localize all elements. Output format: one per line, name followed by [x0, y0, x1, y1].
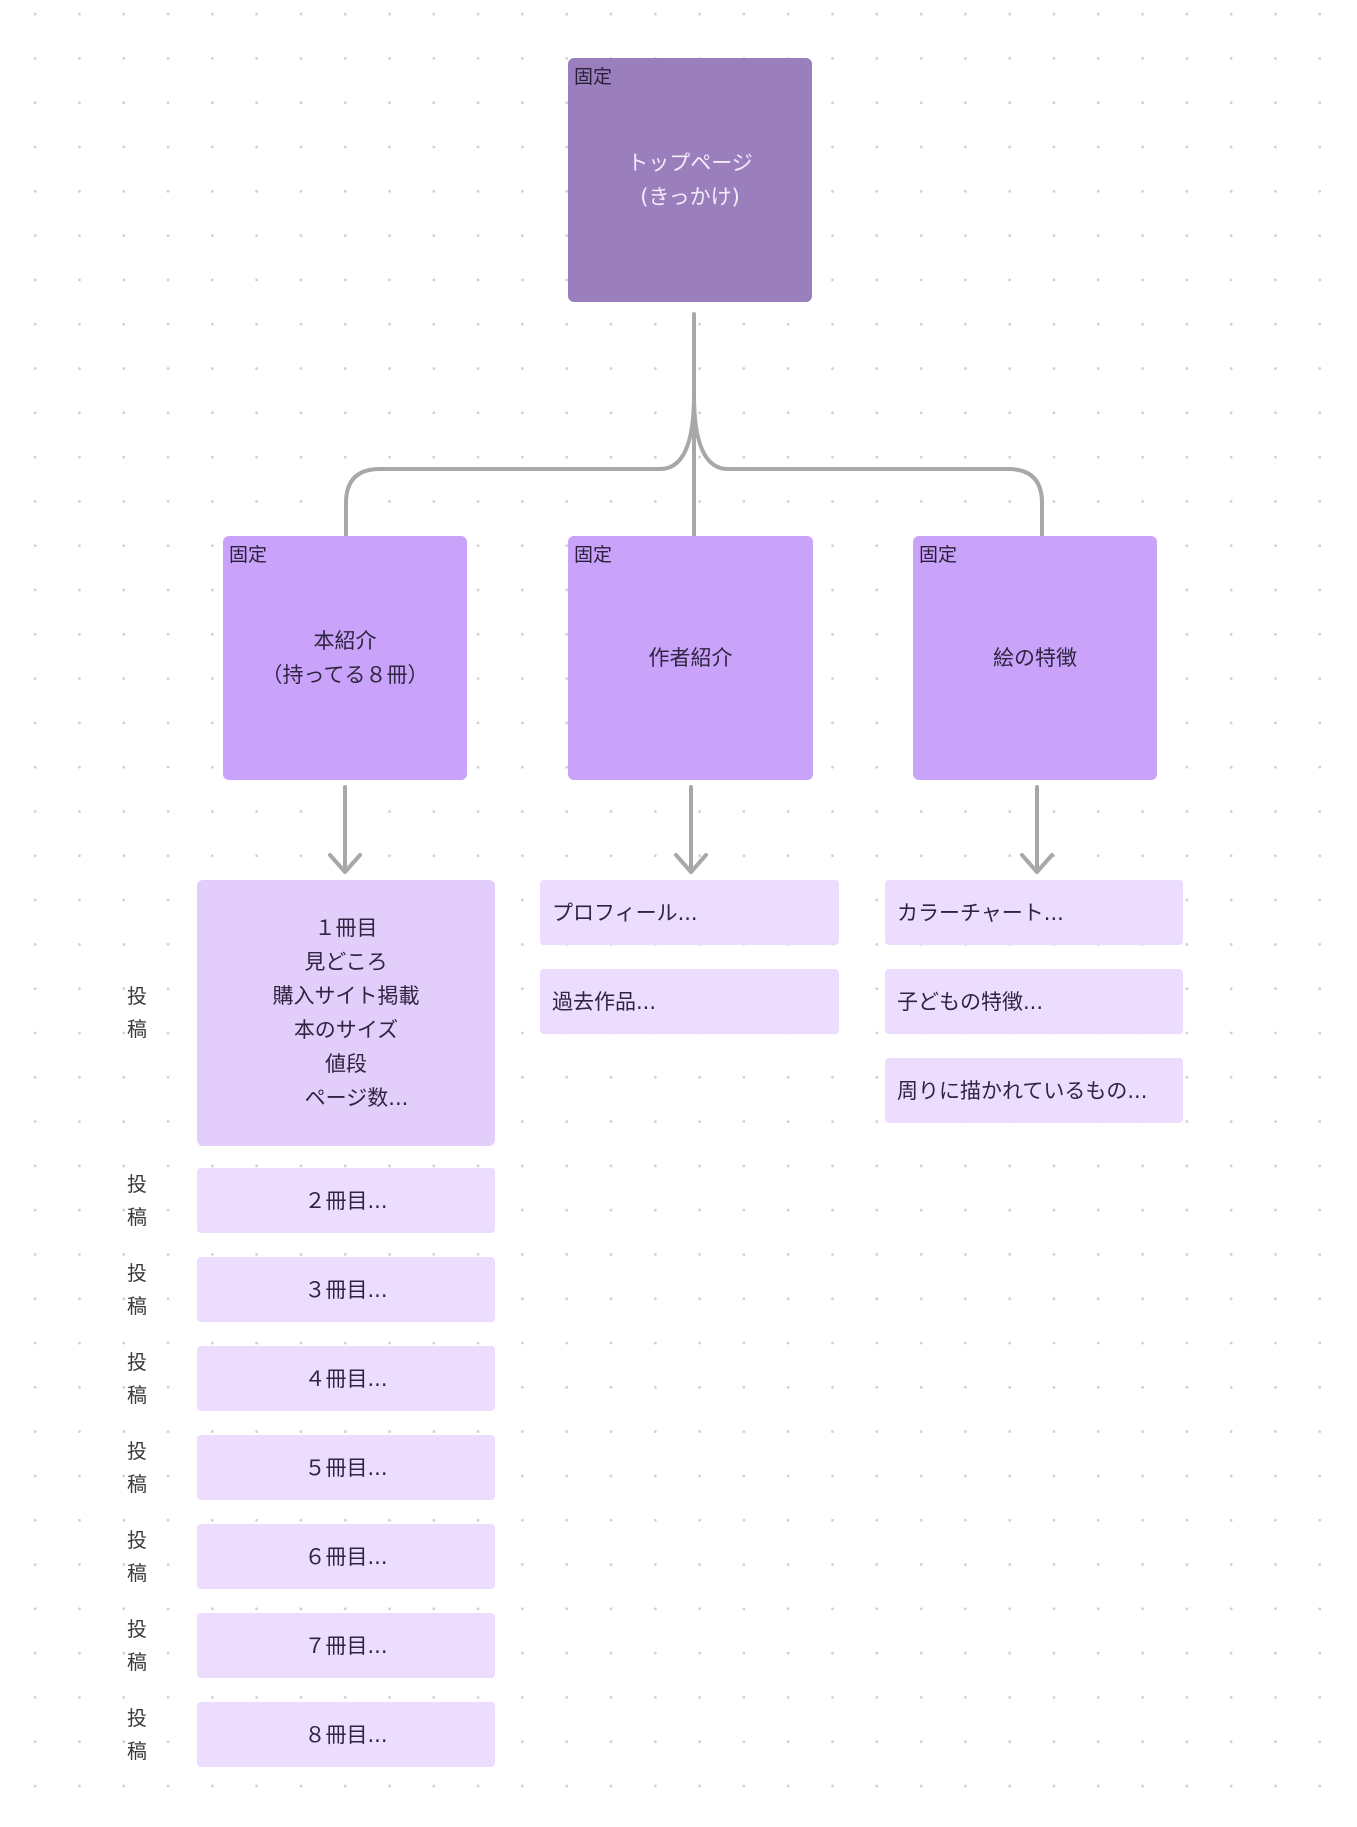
fixed-tag: 固定: [229, 544, 268, 566]
node-surroundings[interactable]: 周りに描かれているもの...: [885, 1058, 1183, 1123]
node-past-works[interactable]: 過去作品...: [540, 969, 839, 1034]
node-label: 周りに描かれているもの...: [897, 1078, 1148, 1103]
node-book-5[interactable]: ５冊目...: [197, 1435, 495, 1500]
post-label: 投 稿: [127, 984, 147, 1041]
node-book-intro[interactable]: 固定 本紹介 （持ってる８冊）: [223, 536, 467, 780]
connector-author-to-items: [674, 785, 708, 874]
node-label: カラーチャート...: [897, 900, 1064, 925]
node-label: ７冊目...: [304, 1633, 388, 1658]
node-label: １冊目 見どころ 購入サイト掲載 本のサイズ 値段 ページ数...: [272, 916, 420, 1110]
node-label: トップページ (きっかけ): [627, 151, 753, 209]
node-label: プロフィール...: [552, 900, 698, 925]
node-color-chart[interactable]: カラーチャート...: [885, 880, 1183, 945]
post-label: 投 稿: [127, 1439, 147, 1496]
fixed-tag: 固定: [919, 544, 958, 566]
post-label: 投 稿: [127, 1617, 147, 1674]
node-book-1[interactable]: １冊目 見どころ 購入サイト掲載 本のサイズ 値段 ページ数...: [197, 880, 495, 1146]
node-child-features[interactable]: 子どもの特徴...: [885, 969, 1183, 1034]
node-book-8[interactable]: ８冊目...: [197, 1702, 495, 1767]
node-label: ６冊目...: [304, 1544, 388, 1569]
node-book-4[interactable]: ４冊目...: [197, 1346, 495, 1411]
node-label: 本紹介 （持ってる８冊）: [261, 629, 429, 687]
node-label: ８冊目...: [304, 1722, 388, 1747]
post-label: 投 稿: [127, 1350, 147, 1407]
post-label: 投 稿: [127, 1706, 147, 1763]
node-book-7[interactable]: ７冊目...: [197, 1613, 495, 1678]
node-book-6[interactable]: ６冊目...: [197, 1524, 495, 1589]
node-art-features[interactable]: 固定 絵の特徴: [913, 536, 1157, 780]
post-label: 投 稿: [127, 1172, 147, 1229]
connector-art-to-items: [1020, 785, 1054, 874]
node-label: 絵の特徴: [993, 646, 1077, 670]
connector-books-to-first: [328, 785, 362, 874]
node-book-3[interactable]: ３冊目...: [197, 1257, 495, 1322]
node-label: ２冊目...: [304, 1188, 388, 1213]
node-label: ５冊目...: [304, 1455, 388, 1480]
post-label: 投 稿: [127, 1261, 147, 1318]
node-profile[interactable]: プロフィール...: [540, 880, 839, 945]
node-label: 作者紹介: [648, 646, 733, 670]
post-label: 投 稿: [127, 1528, 147, 1585]
node-label: 子どもの特徴...: [897, 989, 1044, 1014]
fixed-tag: 固定: [574, 544, 613, 566]
node-label: 過去作品...: [552, 989, 657, 1014]
fixed-tag: 固定: [574, 66, 613, 88]
node-top-page[interactable]: 固定 トップページ (きっかけ): [568, 58, 812, 302]
node-author-intro[interactable]: 固定 作者紹介: [568, 536, 813, 780]
node-label: ３冊目...: [304, 1277, 388, 1302]
node-book-2[interactable]: ２冊目...: [197, 1168, 495, 1233]
node-label: ４冊目...: [304, 1366, 388, 1391]
